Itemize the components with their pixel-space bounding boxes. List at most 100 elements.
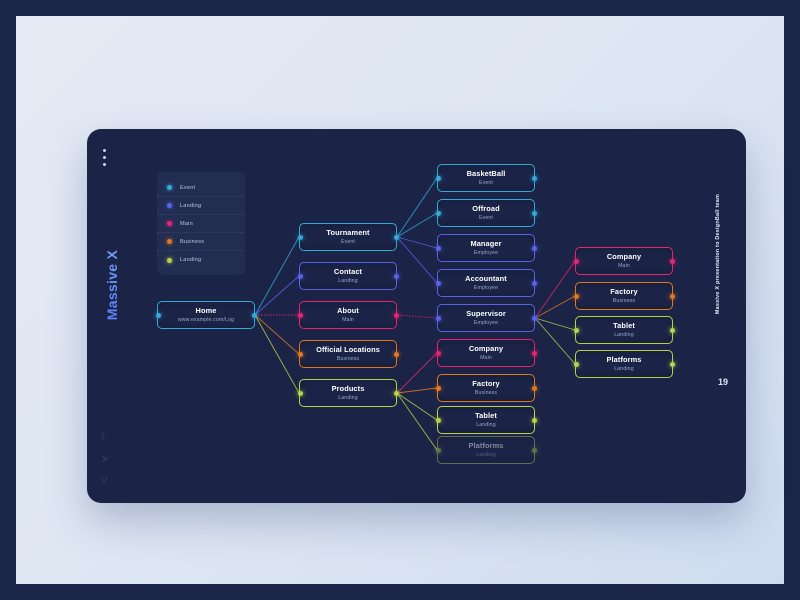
node-title: Company [468,344,504,354]
social-links[interactable]: f ➤ V [101,433,109,487]
edge [396,212,438,238]
legend-item[interactable]: Business [157,233,245,251]
node-port-right[interactable] [531,447,537,453]
node-port-right[interactable] [531,417,537,423]
node-port-left[interactable] [297,390,303,396]
node-port-right[interactable] [393,234,399,240]
node-title: Accountant [465,274,507,284]
node-port-left[interactable] [435,385,441,391]
node-port-left[interactable] [435,245,441,251]
node-port-right[interactable] [531,280,537,286]
node-port-left[interactable] [435,315,441,321]
node-subtitle: Business [336,355,360,362]
slide-frame: Massive X f ➤ V Massive X presentation t… [16,16,784,584]
node-port-left[interactable] [435,175,441,181]
edge-layer [254,177,576,451]
legend-color-dot [167,221,172,226]
node-port-right[interactable] [531,175,537,181]
node-port-right[interactable] [531,315,537,321]
legend-item-label: Business [180,238,205,245]
node-subtitle: Event [478,214,493,221]
edge [534,317,576,365]
twitter-icon[interactable]: ➤ [101,454,110,465]
legend-item[interactable]: Landing [157,197,245,215]
node-port-right[interactable] [393,390,399,396]
legend-item[interactable]: Event [157,179,245,197]
facebook-icon[interactable]: f [101,432,105,443]
edge [254,236,300,316]
node-port-right[interactable] [669,361,675,367]
edge [396,236,438,284]
edge [254,275,300,316]
node-title: Company [606,252,642,262]
node-port-left[interactable] [435,280,441,286]
node-port-right[interactable] [393,273,399,279]
node-port-right[interactable] [393,312,399,318]
node-port-right[interactable] [531,245,537,251]
node-port-left[interactable] [573,327,579,333]
node-port-left[interactable] [297,351,303,357]
legend-item[interactable]: Main [157,215,245,233]
node-port-right[interactable] [669,293,675,299]
node-port-left[interactable] [155,312,161,318]
node-port-left[interactable] [573,293,579,299]
node-port-right[interactable] [669,258,675,264]
node-port-left[interactable] [573,258,579,264]
legend-item[interactable]: Landing [157,251,245,269]
node-port-right[interactable] [531,210,537,216]
node-title: Contact [333,267,363,277]
node-subtitle: Landing [614,365,634,372]
kebab-dot [103,149,106,152]
node-port-left[interactable] [435,210,441,216]
node-title: Tournament [326,228,370,238]
legend-item-label: Event [180,184,196,191]
node-port-left[interactable] [297,273,303,279]
node-port-left[interactable] [435,350,441,356]
edge [396,177,438,238]
node-port-left[interactable] [573,361,579,367]
node-title: Tablet [475,411,497,421]
node-port-right[interactable] [531,350,537,356]
node-port-right[interactable] [669,327,675,333]
legend-item-label: Landing [180,202,202,209]
edge [534,295,576,319]
node-subtitle: Landing [476,421,496,428]
node-port-left[interactable] [297,312,303,318]
left-rail: Massive X f ➤ V [87,129,135,503]
node-port-left[interactable] [297,234,303,240]
vimeo-icon[interactable]: V [101,476,108,487]
node-port-left[interactable] [435,417,441,423]
node-title: Platforms [468,441,504,451]
node-title: BasketBall [466,169,506,179]
node-subtitle: Landing [614,331,634,338]
node-port-right[interactable] [531,385,537,391]
node-title: Factory [610,287,638,297]
edge [254,314,300,394]
node-port-right[interactable] [251,312,257,318]
node-title: Home [195,306,217,316]
node-port-left[interactable] [435,447,441,453]
node-subtitle: Employee [473,319,499,326]
kebab-menu-icon[interactable] [103,149,106,166]
node-port-right[interactable] [393,351,399,357]
